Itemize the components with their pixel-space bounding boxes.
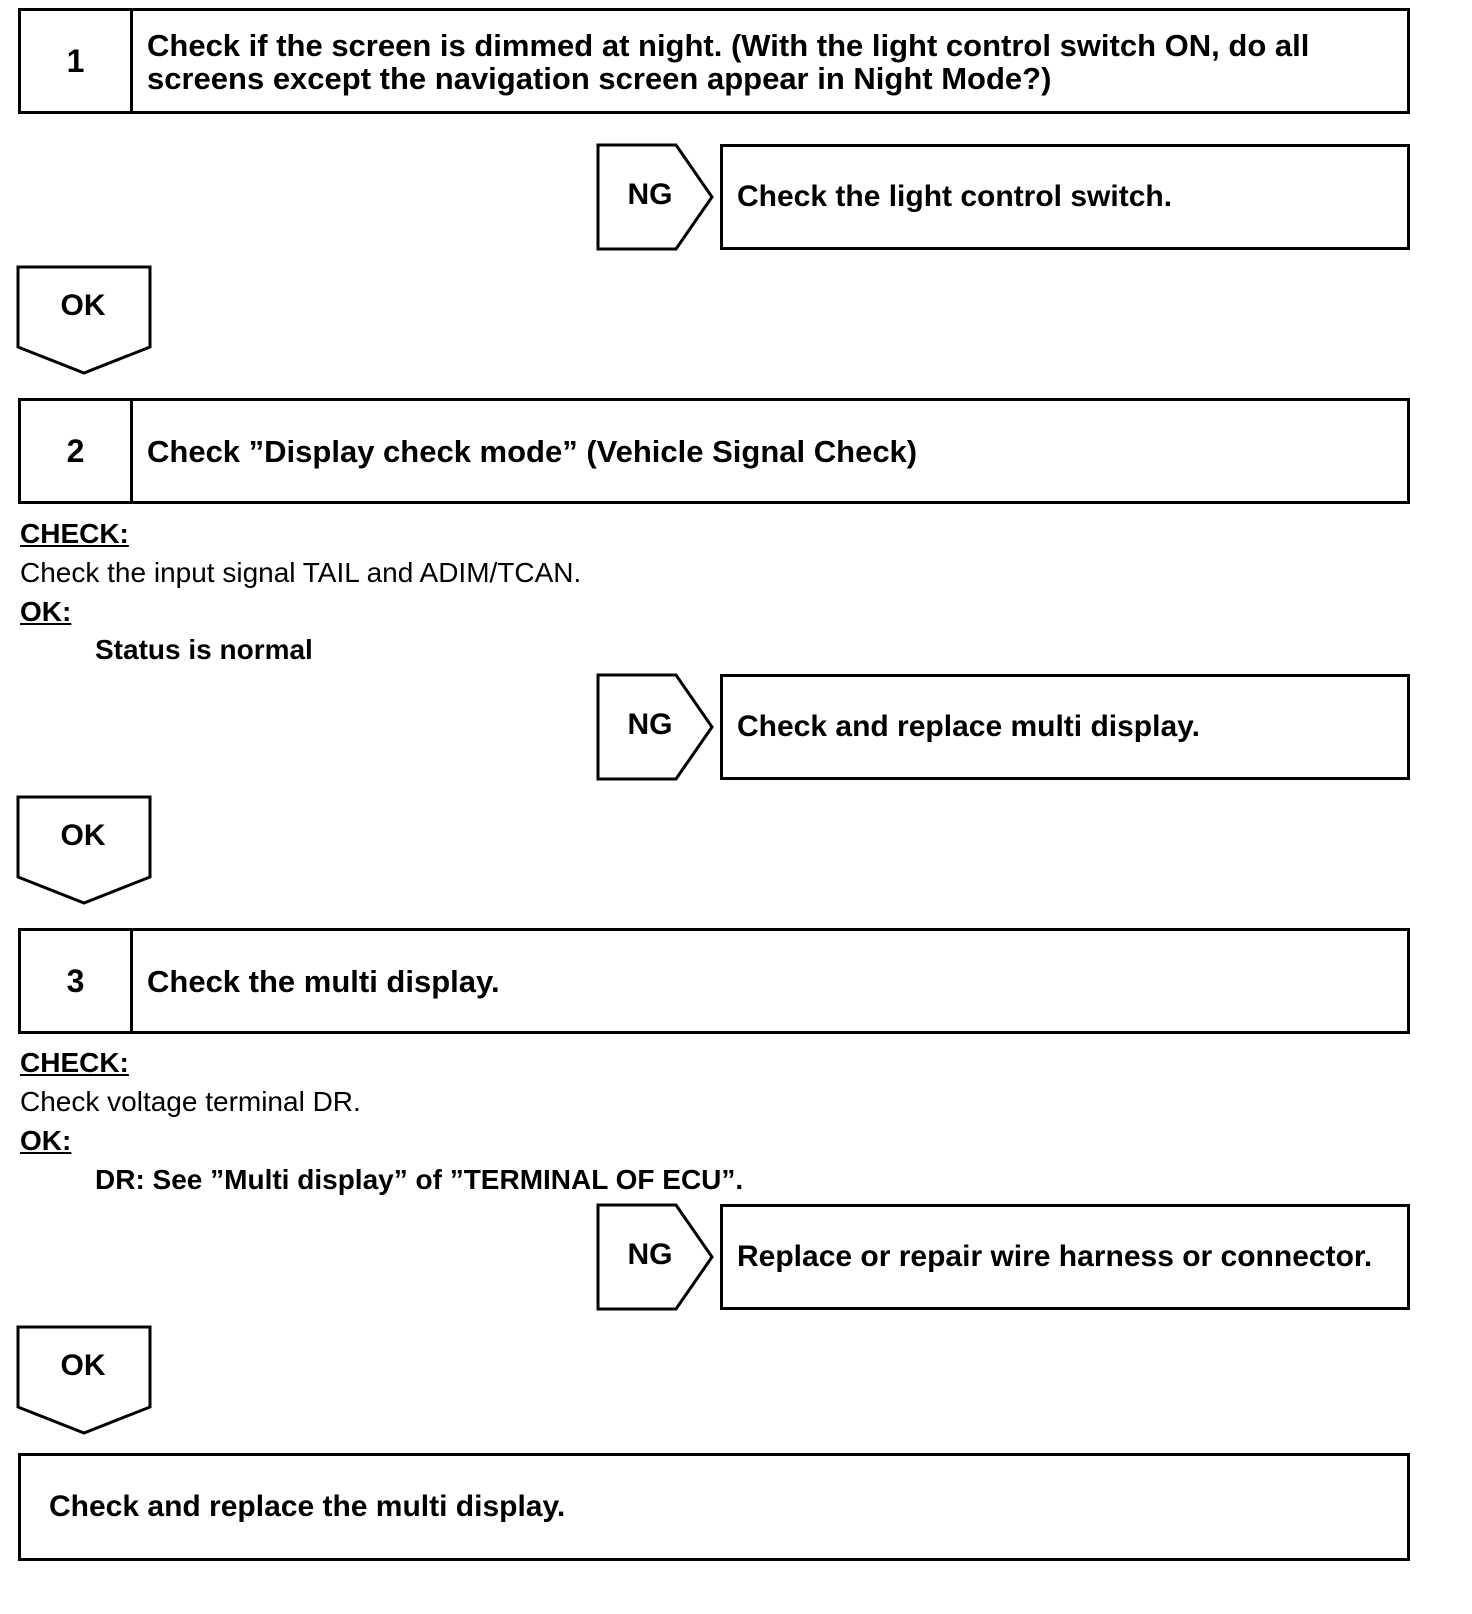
step-2-box: 2 Check ”Display check mode” (Vehicle Si… — [18, 398, 1410, 504]
step-2-ok-header: OK: — [20, 596, 72, 627]
step-2-ok-arrow — [16, 795, 152, 905]
step-1-ng-action: Check the light control switch. — [737, 180, 1173, 213]
step-2-check-header: CHECK: — [20, 518, 129, 549]
step-1-ng-arrow — [596, 143, 714, 251]
step-2-number: 2 — [21, 401, 133, 501]
step-2-ng-action: Check and replace multi display. — [737, 710, 1200, 743]
step-2-ok-text: Status is normal — [95, 634, 313, 665]
step-3-ng-action-box: Replace or repair wire harness or connec… — [720, 1204, 1410, 1310]
step-3-ok-header: OK: — [20, 1125, 72, 1156]
step-2-ng-arrow — [596, 673, 714, 781]
step-3-ng-arrow — [596, 1203, 714, 1311]
step-3-check-header: CHECK: — [20, 1047, 129, 1078]
step-3-number: 3 — [21, 931, 133, 1031]
step-1-ok-arrow — [16, 265, 152, 375]
step-2-ok-label: OK — [60, 819, 106, 852]
step-1-ok-label: OK — [60, 289, 106, 322]
step-1-ng-action-box: Check the light control switch. — [720, 144, 1410, 250]
step-2-ng-label: NG — [627, 708, 673, 741]
step-1-number: 1 — [21, 11, 133, 111]
step-3-ng-action: Replace or repair wire harness or connec… — [737, 1240, 1373, 1273]
step-3-ok-text: DR: See ”Multi display” of ”TERMINAL OF … — [95, 1164, 744, 1195]
step-1-ng-label: NG — [627, 178, 673, 211]
step-3-ng-label: NG — [627, 1238, 673, 1271]
step-3-box: 3 Check the multi display. — [18, 928, 1410, 1034]
step-3-title: Check the multi display. — [147, 963, 500, 999]
step-1-title-line2: screens except the navigation screen app… — [147, 61, 1052, 96]
final-action-box: Check and replace the multi display. — [18, 1453, 1410, 1561]
step-3-check-text: Check voltage terminal DR. — [20, 1086, 361, 1117]
step-2-check-text: Check the input signal TAIL and ADIM/TCA… — [20, 557, 582, 588]
step-1-box: 1 Check if the screen is dimmed at night… — [18, 8, 1410, 114]
step-2-title: Check ”Display check mode” (Vehicle Sign… — [147, 433, 918, 469]
step-3-ok-arrow — [16, 1325, 152, 1435]
step-1-title-line1: Check if the screen is dimmed at night. … — [147, 28, 1310, 63]
step-1-title: Check if the screen is dimmed at night. … — [133, 11, 1407, 111]
step-2-ng-action-box: Check and replace multi display. — [720, 674, 1410, 780]
step-3-ok-label: OK — [60, 1349, 106, 1382]
final-action-text: Check and replace the multi display. — [49, 1490, 566, 1523]
